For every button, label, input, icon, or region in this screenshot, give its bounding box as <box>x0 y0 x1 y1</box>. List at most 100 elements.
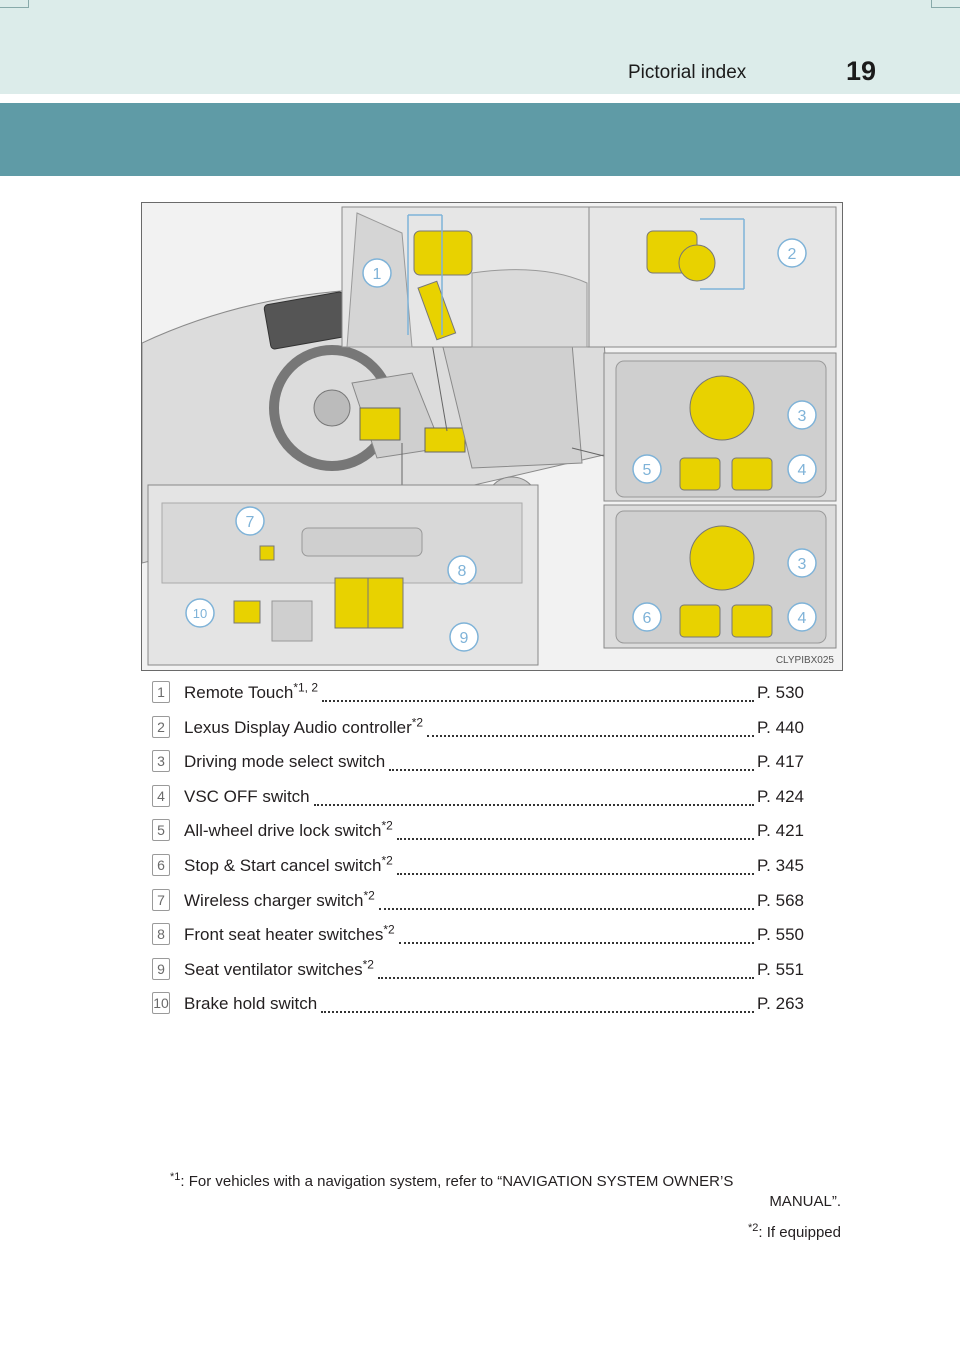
index-entry[interactable]: Remote Touch*1, 2 P. 530 <box>184 678 804 708</box>
crop-mark-left <box>0 0 29 8</box>
page-reference[interactable]: P. 550 <box>757 925 804 945</box>
item-number-badge: 8 <box>152 923 170 946</box>
callout-4a: 4 <box>787 454 817 484</box>
dashboard-illustration: 1 2 3 4 5 3 6 4 7 8 10 9 CLYPIBX025 <box>142 203 842 670</box>
index-row: 3 Driving mode select switch P. 417 <box>152 747 804 777</box>
item-number-badge: 6 <box>152 854 170 876</box>
index-entry[interactable]: All-wheel drive lock switch*2 P. 421 <box>184 816 804 846</box>
footnote-2-mark: *2 <box>748 1222 759 1234</box>
callout-6: 6 <box>632 602 662 632</box>
section-banner <box>0 103 960 176</box>
footnote-1-text: : For vehicles with a navigation system,… <box>180 1173 734 1190</box>
svg-text:6: 6 <box>643 610 652 627</box>
callout-9: 9 <box>449 622 479 652</box>
index-row: 7 Wireless charger switch*2 P. 568 <box>152 886 804 916</box>
footnote-1-mark: *1 <box>170 1171 181 1183</box>
index-entry[interactable]: Brake hold switch P. 263 <box>184 989 804 1019</box>
footnote-1-cont: MANUAL”. <box>769 1193 841 1210</box>
index-row: 6 Stop & Start cancel switch*2 P. 345 <box>152 851 804 881</box>
svg-text:8: 8 <box>458 563 467 580</box>
svg-text:3: 3 <box>798 408 807 425</box>
page-reference[interactable]: P. 551 <box>757 959 804 979</box>
item-label: Seat ventilator switches*2 <box>184 957 374 979</box>
callout-8: 8 <box>447 555 477 585</box>
index-entry[interactable]: Wireless charger switch*2 P. 568 <box>184 886 804 916</box>
svg-text:1: 1 <box>373 266 382 283</box>
footnote-2: *2: If equipped <box>700 1222 841 1241</box>
item-note: *2 <box>363 887 375 902</box>
page-reference[interactable]: P. 421 <box>757 821 804 841</box>
item-note: *2 <box>381 853 393 868</box>
item-label: All-wheel drive lock switch*2 <box>184 818 393 841</box>
header-band <box>0 0 960 94</box>
leader-dots <box>398 941 755 945</box>
section-title: Pictorial index <box>628 62 747 83</box>
index-entry[interactable]: Driving mode select switch P. 417 <box>184 747 804 777</box>
item-number-badge: 2 <box>152 715 170 738</box>
svg-text:4: 4 <box>798 610 807 627</box>
item-number-badge: 9 <box>152 957 170 980</box>
callout-7: 7 <box>235 506 265 536</box>
item-number-badge: 10 <box>152 992 170 1015</box>
item-note: *2 <box>362 957 374 972</box>
leader-dots <box>321 1010 755 1014</box>
item-label: Lexus Display Audio controller*2 <box>184 714 424 737</box>
item-label: VSC OFF switch <box>184 786 310 806</box>
page-reference[interactable]: P. 345 <box>757 856 804 875</box>
index-row: 2 Lexus Display Audio controller*2 P. 440 <box>152 713 804 743</box>
item-note: *2 <box>383 922 395 937</box>
crop-mark-right <box>931 0 960 8</box>
page-reference[interactable]: P. 424 <box>757 786 804 806</box>
callout-2: 2 <box>777 238 807 268</box>
leader-dots <box>427 734 755 737</box>
item-label: Remote Touch*1, 2 <box>184 680 318 702</box>
item-label: Stop & Start cancel switch*2 <box>184 853 393 875</box>
item-number-badge: 1 <box>152 681 170 703</box>
callout-3a: 3 <box>787 400 817 430</box>
svg-text:10: 10 <box>193 606 207 621</box>
index-row: 8 Front seat heater switches*2 P. 550 <box>152 920 804 950</box>
page-reference[interactable]: P. 440 <box>757 717 804 737</box>
item-label: Brake hold switch <box>184 994 318 1014</box>
item-note: *1, 2 <box>293 680 318 695</box>
leader-dots <box>389 768 755 772</box>
item-note: *2 <box>411 714 424 729</box>
page-reference[interactable]: P. 568 <box>757 890 804 910</box>
item-label: Wireless charger switch*2 <box>184 887 375 910</box>
callout-1: 1 <box>362 258 392 288</box>
page-reference[interactable]: P. 417 <box>757 752 804 772</box>
item-number-badge: 7 <box>152 888 170 911</box>
item-label: Front seat heater switches*2 <box>184 922 395 945</box>
index-row: 9 Seat ventilator switches*2 P. 551 <box>152 955 804 985</box>
index-entry[interactable]: VSC OFF switch P. 424 <box>184 782 804 812</box>
page-reference[interactable]: P. 530 <box>757 683 804 702</box>
footnote-2-text: : If equipped <box>758 1224 841 1241</box>
item-label: Driving mode select switch <box>184 752 386 772</box>
index-entry[interactable]: Front seat heater switches*2 P. 550 <box>184 920 804 950</box>
page-reference[interactable]: P. 263 <box>757 994 804 1014</box>
callout-3b: 3 <box>787 548 817 578</box>
footnote-1: *1: For vehicles with a navigation syste… <box>170 1167 841 1212</box>
svg-text:4: 4 <box>798 462 807 479</box>
index-row: 1 Remote Touch*1, 2 P. 530 <box>152 678 804 708</box>
index-entry[interactable]: Stop & Start cancel switch*2 P. 345 <box>184 851 804 881</box>
figure-code: CLYPIBX025 <box>776 655 835 666</box>
leader-dots <box>313 803 755 806</box>
leader-dots <box>378 907 755 910</box>
item-number-badge: 5 <box>152 819 170 842</box>
leader-dots <box>322 699 755 702</box>
index-row: 5 All-wheel drive lock switch*2 P. 421 <box>152 816 804 846</box>
callout-5: 5 <box>632 454 662 484</box>
index-entry[interactable]: Lexus Display Audio controller*2 P. 440 <box>184 713 804 743</box>
svg-text:7: 7 <box>246 514 255 531</box>
svg-text:5: 5 <box>643 462 652 479</box>
svg-text:3: 3 <box>798 556 807 573</box>
index-entry[interactable]: Seat ventilator switches*2 P. 551 <box>184 955 804 985</box>
callout-10: 10 <box>185 598 215 628</box>
item-number-badge: 3 <box>152 750 170 773</box>
leader-dots <box>396 837 755 841</box>
page-number: 19 <box>846 56 877 86</box>
index-row: 10 Brake hold switch P. 263 <box>152 989 804 1019</box>
svg-text:9: 9 <box>460 630 469 647</box>
